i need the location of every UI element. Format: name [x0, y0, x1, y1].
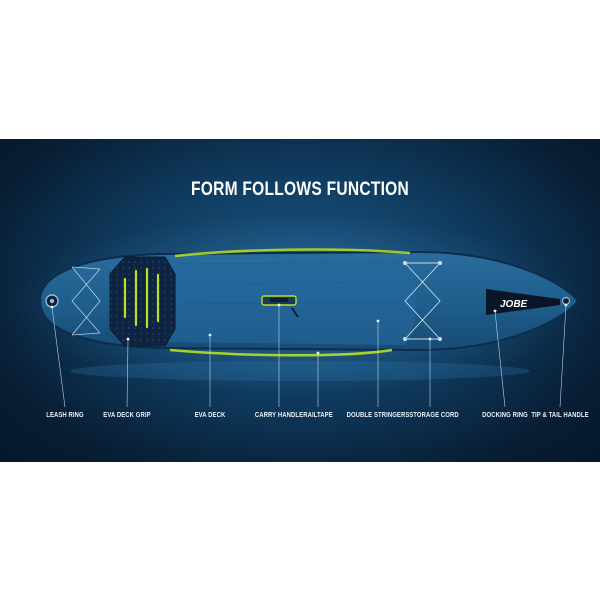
docking-ring [561, 296, 571, 306]
board-reflection [70, 361, 530, 381]
product-feature-panel: FORM FOLLOWS FUNCTION [0, 139, 600, 462]
label-eva-deck-grip: EVA DECK GRIP [103, 412, 151, 419]
callout-dots [50, 303, 568, 355]
railtape-top [174, 248, 411, 258]
eva-deck-grip [109, 256, 176, 347]
label-eva-deck: EVA DECK [194, 412, 226, 419]
paddle-board-diagram: JOBE [10, 214, 590, 408]
label-tip-tail-handle: TIP & TAIL HANDLE [531, 412, 589, 419]
tail-bungee-cord [71, 266, 101, 336]
label-leash-ring: LEASH RING [46, 412, 84, 419]
storage-cord [402, 260, 443, 342]
callout-lines [51, 304, 567, 408]
headline: FORM FOLLOWS FUNCTION [190, 179, 410, 200]
label-carry-handle: CARRY HANDLE [254, 412, 304, 419]
label-double-stringers: DOUBLE STRINGERS [346, 412, 410, 419]
label-docking-ring: DOCKING RING [482, 412, 528, 419]
railtape-bottom [169, 348, 393, 357]
brand-logo-text: JOBE [500, 299, 528, 310]
label-railtape: RAILTAPE [303, 412, 333, 419]
label-storage-cord: STORAGE CORD [409, 412, 459, 419]
brand-logo-panel [486, 289, 560, 315]
grip-lime-bars [123, 267, 160, 329]
